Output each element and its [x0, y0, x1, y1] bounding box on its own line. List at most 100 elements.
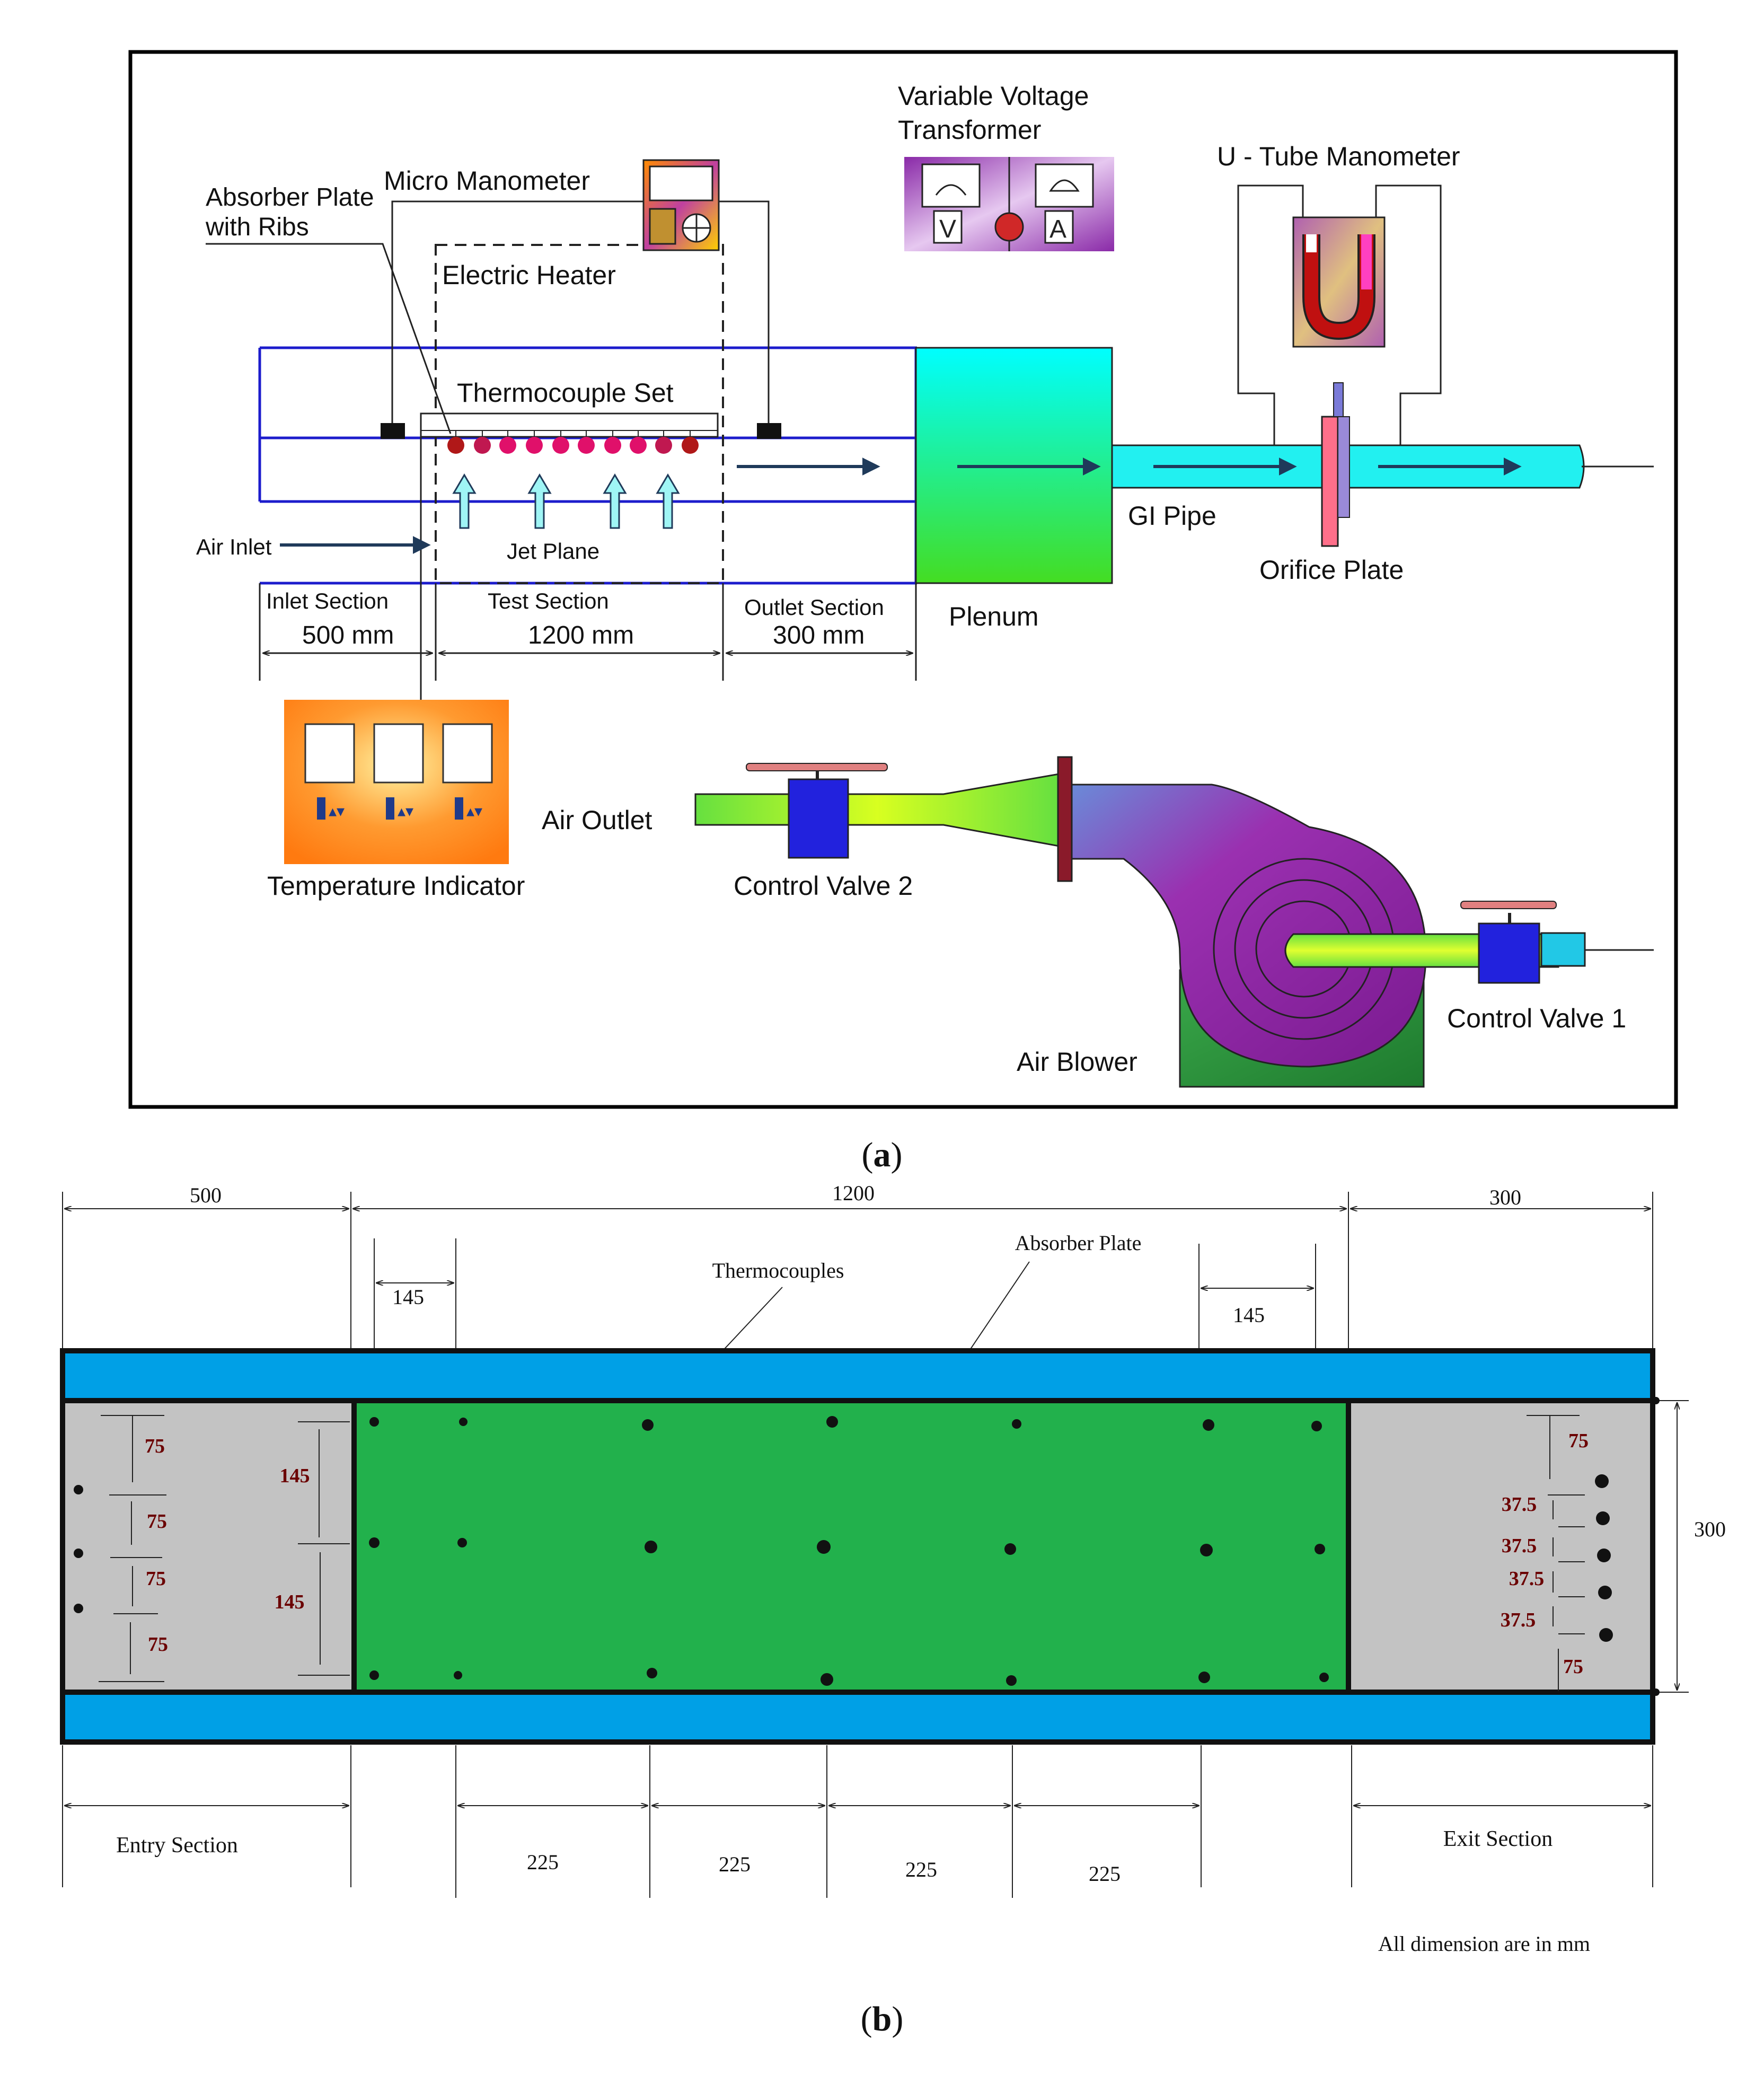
gi-pipe-label: GI Pipe	[1128, 501, 1216, 531]
exit-spacing-2: 37.5	[1502, 1535, 1537, 1557]
caption-b: (b)	[861, 2000, 904, 2038]
thermocouple-7	[604, 437, 621, 454]
valve-2-handle-icon	[746, 763, 888, 771]
thermocouple-4	[526, 437, 543, 454]
absorber-plate-label-1: Absorber Plate	[206, 183, 374, 212]
pressure-tap-left	[381, 423, 405, 439]
electric-heater-label: Electric Heater	[442, 260, 616, 290]
entry-side-thermocouples	[74, 1485, 83, 1613]
air-outlet-pipe	[694, 773, 1060, 847]
dim-test-1200: 1200	[832, 1181, 875, 1205]
u-tube-line-left	[1237, 184, 1304, 445]
control-valve-2-label: Control Valve 2	[734, 871, 913, 901]
test-section-label: Test Section	[488, 588, 609, 613]
exit-section-label: Exit Section	[1443, 1827, 1553, 1851]
thermocouple-2	[474, 437, 491, 454]
svg-text:▴▾: ▴▾	[398, 803, 413, 820]
entry-section	[60, 1398, 357, 1695]
panel-a-dimension-lines	[259, 583, 917, 681]
air-inlet-label: Air Inlet	[196, 534, 272, 559]
ammeter-gauge-icon	[1049, 179, 1080, 192]
bottom-dims	[62, 1745, 1653, 1898]
ti-switch-1-icon	[317, 797, 325, 820]
tap-line-left	[391, 200, 648, 423]
thermocouple-9	[655, 437, 672, 454]
thermocouples-callout: Thermocouples	[712, 1259, 844, 1282]
entry-section-label: Entry Section	[116, 1833, 238, 1858]
tap-line-right	[717, 200, 770, 423]
absorber-plate-holder	[420, 412, 719, 438]
test-length-label: 1200 mm	[528, 621, 634, 649]
absorber-plate-label-2: with Ribs	[205, 213, 309, 241]
voltmeter-letter: V	[939, 215, 956, 243]
thermocouple-1	[447, 437, 464, 454]
height-dim-300: 300	[1694, 1517, 1726, 1541]
ammeter-letter: A	[1049, 215, 1066, 243]
bottom-spacing-1: 225	[527, 1850, 559, 1874]
electric-heater-box	[435, 244, 724, 584]
air-blower-label: Air Blower	[1017, 1047, 1137, 1077]
voltmeter-gauge-icon	[935, 184, 967, 196]
entry-tc-spacing-1: 145	[280, 1465, 310, 1487]
caption-a: (a)	[862, 1136, 903, 1174]
exit-spacing-3: 37.5	[1509, 1568, 1545, 1590]
entry-tc-spacing-2: 145	[275, 1591, 305, 1613]
pressure-tap-right	[757, 423, 781, 439]
orifice-plate-label: Orifice Plate	[1259, 555, 1404, 585]
exit-spacing-1: 37.5	[1502, 1493, 1537, 1516]
duct-wall-bottom	[60, 1690, 1655, 1745]
panel-a-frame	[128, 50, 1678, 1109]
control-valve-1	[1460, 901, 1654, 984]
thermocouple-3	[499, 437, 516, 454]
rib-offset-right: 145	[1233, 1303, 1265, 1327]
units-note: All dimension are in mm	[1378, 1932, 1590, 1956]
orifice-plate	[1321, 382, 1350, 547]
panel-a: Electric Heater Thermocouple Set	[128, 50, 1678, 1109]
vvt-knob-icon	[994, 212, 1024, 242]
exit-spacing-4: 37.5	[1501, 1609, 1536, 1631]
entry-spacing-1: 75	[145, 1435, 165, 1457]
plate-thermocouples	[369, 1416, 1329, 1686]
ti-switch-2-icon	[386, 797, 394, 820]
bottom-spacing-3: 225	[905, 1858, 937, 1881]
flow-arrows	[280, 458, 1522, 554]
u-tube-line-right	[1375, 184, 1442, 445]
exit-section	[1346, 1398, 1655, 1695]
micro-manometer	[642, 159, 720, 251]
thermocouple-8	[630, 437, 647, 454]
inlet-section-label: Inlet Section	[266, 588, 389, 613]
control-valve-2	[746, 763, 888, 859]
variable-voltage-transformer: V A	[904, 157, 1114, 251]
jet-plane-label: Jet Plane	[507, 539, 599, 564]
temperature-indicator-label: Temperature Indicator	[267, 871, 525, 901]
top-dimensions	[62, 1192, 1653, 1352]
thermocouple-set	[447, 430, 699, 454]
entry-spacing-2: 75	[147, 1510, 167, 1533]
thermocouple-set-label: Thermocouple Set	[457, 378, 674, 408]
outlet-section-label: Outlet Section	[744, 595, 884, 620]
panel-b: 500 1200 300 145 145 Thermocouples Absor…	[60, 1181, 1726, 1956]
exit-dims	[1527, 1400, 1689, 1693]
control-valve-1-label: Control Valve 1	[1447, 1004, 1626, 1033]
u-tube-manometer-label: U - Tube Manometer	[1217, 142, 1460, 171]
thermocouple-10	[682, 437, 699, 454]
temperature-indicator: ▴▾ ▴▾ ▴▾	[284, 700, 509, 864]
rib-offset-left: 145	[392, 1285, 424, 1309]
exit-spacing-bottom: 75	[1563, 1656, 1583, 1678]
entry-dims	[99, 1415, 350, 1682]
exit-spacing-top: 75	[1568, 1430, 1589, 1452]
absorber-plate	[351, 1398, 1351, 1695]
bottom-spacing-4: 225	[1089, 1862, 1121, 1886]
entry-spacing-3: 75	[146, 1568, 166, 1590]
exit-side-thermocouples	[1595, 1397, 1660, 1696]
absorber-plate-pointer	[206, 243, 452, 434]
valve-1-handle-icon	[1460, 901, 1557, 909]
plenum-label: Plenum	[949, 602, 1039, 631]
jet-arrows	[452, 473, 680, 529]
duct-wall-top	[60, 1348, 1655, 1403]
outlet-length-label: 300 mm	[773, 621, 865, 649]
dim-exit-300: 300	[1489, 1185, 1521, 1209]
vvt-label-2: Transformer	[898, 115, 1041, 145]
air-outlet-label: Air Outlet	[542, 805, 652, 835]
dim-entry-500: 500	[190, 1183, 222, 1207]
